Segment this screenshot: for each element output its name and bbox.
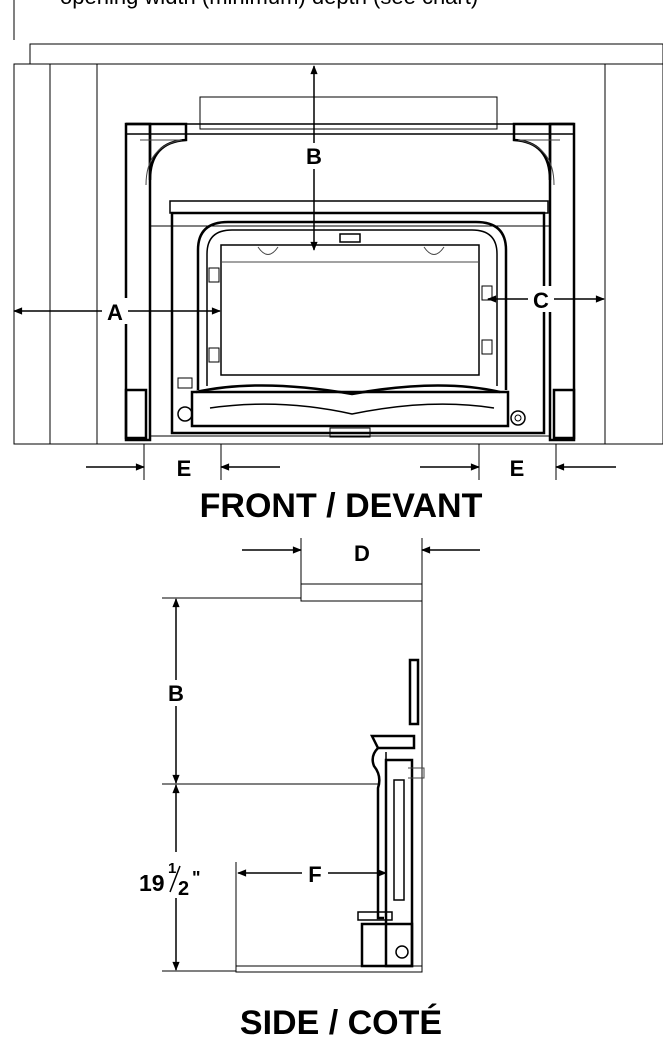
door-glass xyxy=(220,244,480,376)
dim-f-label-bg xyxy=(302,860,328,886)
dim-e-right-label: E xyxy=(510,456,525,481)
door-frame xyxy=(196,220,508,390)
door-latch xyxy=(339,233,361,243)
dim-height-numerator: 1 xyxy=(168,860,176,877)
shield-plate xyxy=(149,225,551,437)
dim-b-side-label: B xyxy=(168,681,184,706)
ash-lip xyxy=(195,384,501,396)
dim-e-left-label: E xyxy=(177,456,192,481)
top-right-corner-curve xyxy=(517,139,560,186)
dim-b-label-bg xyxy=(300,143,328,169)
top-left-corner-curve xyxy=(140,139,183,186)
mantel-side xyxy=(300,583,423,602)
dim-height-unit: " xyxy=(192,868,201,888)
side-control-knob xyxy=(395,945,409,959)
front-view: B A C E E FRONT / DEVANT xyxy=(13,43,663,525)
insert-front-profile xyxy=(371,747,384,920)
lower-trim xyxy=(190,390,510,428)
dim-b-side-label-bg xyxy=(162,680,190,706)
mantel-shelf xyxy=(29,43,663,65)
right-foot xyxy=(552,388,576,440)
dim-height-label-bg xyxy=(138,852,208,898)
lower-trim-curve xyxy=(209,403,495,415)
dim-a-label-bg xyxy=(102,298,128,324)
hinge-left-bottom xyxy=(208,347,220,363)
top-right-corner xyxy=(512,122,574,181)
left-control-knob xyxy=(177,406,193,422)
dim-b-label: B xyxy=(306,144,322,169)
dim-height-whole: 19 xyxy=(139,870,165,896)
left-foot xyxy=(124,388,148,440)
side-view: D B 19 1 2 xyxy=(138,538,480,1037)
insert-door-side xyxy=(393,779,405,901)
dim-height-fraction-bar xyxy=(169,865,181,893)
flue-collar xyxy=(199,96,498,130)
insert-body xyxy=(170,211,546,435)
ash-lip-side xyxy=(357,911,393,921)
right-control-knob-inner xyxy=(514,414,522,422)
dim-c-label: C xyxy=(533,288,549,313)
dim-d-label: D xyxy=(354,541,370,566)
side-view-title: SIDE / COTÉ xyxy=(240,1004,442,1037)
top-left-corner xyxy=(126,122,188,181)
hinge-left-top xyxy=(208,267,220,283)
dim-f-label: F xyxy=(308,862,321,887)
dim-height-denominator: 2 xyxy=(178,878,189,900)
insert-top-plate xyxy=(169,200,549,214)
hinge-right-top xyxy=(481,285,493,301)
dim-a-label: A xyxy=(107,300,123,325)
baffle-hook-right xyxy=(423,246,445,255)
base-plate xyxy=(329,427,371,438)
lower-body-side xyxy=(360,922,414,968)
insert-rear-collar xyxy=(408,767,425,779)
left-control-box xyxy=(177,377,193,389)
insert-top-side xyxy=(369,734,416,750)
dim-c-label-bg xyxy=(528,286,554,312)
hinge-right-bottom xyxy=(481,339,493,355)
baffle-hook-left xyxy=(257,246,279,255)
door-frame-inner xyxy=(206,229,498,386)
insert-body-side xyxy=(384,758,414,968)
header-text: opening width (minimum) depth (see chart… xyxy=(60,0,478,9)
fireplace-surround xyxy=(13,63,663,445)
right-control-knob xyxy=(510,410,526,426)
front-view-title: FRONT / DEVANT xyxy=(200,487,483,525)
surround-panel-side xyxy=(408,658,420,726)
